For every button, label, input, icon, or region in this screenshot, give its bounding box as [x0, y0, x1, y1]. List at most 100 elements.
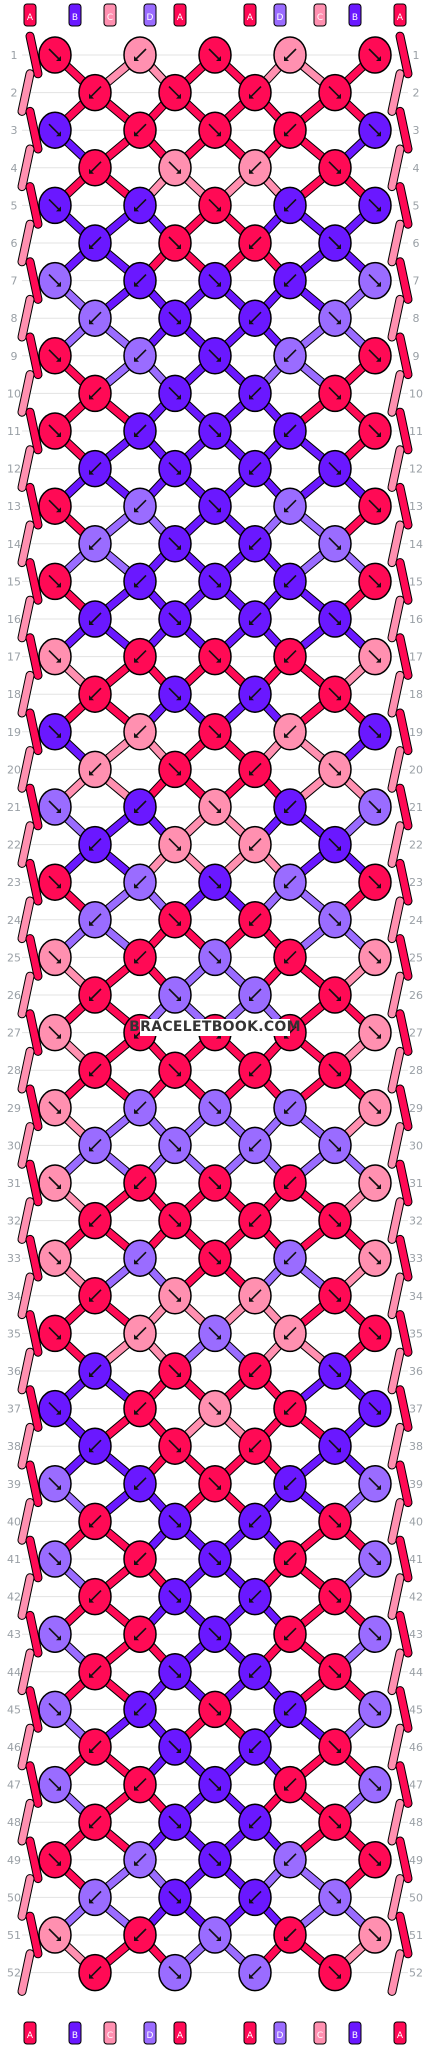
knot-arrow-icon	[249, 1966, 262, 1979]
knot-arrow-icon	[368, 198, 381, 211]
knot-arrow-head-icon	[56, 657, 61, 663]
knot-arrow-head-icon	[376, 1484, 381, 1490]
knot-arrow-icon	[48, 1928, 61, 1941]
knot-arrow-head-icon	[376, 883, 381, 889]
edge-thread	[18, 1875, 34, 1920]
knot-arrow-icon	[284, 1176, 297, 1189]
knot-arrow-head-icon	[216, 1710, 221, 1716]
knot-arrow-head-icon	[336, 244, 341, 249]
edge-thread	[396, 1160, 412, 1206]
knot-arrow-head-icon	[89, 1071, 94, 1077]
edge-thread	[18, 1950, 34, 1995]
string-swatch-bottom	[143, 2021, 157, 2045]
knot-arrow-icon	[208, 1251, 221, 1264]
knot-arrow-icon	[249, 988, 262, 1001]
knot-arrow-head-icon	[89, 1146, 94, 1152]
row-number-right: 30	[409, 1139, 423, 1152]
knot-arrow-head-icon	[134, 507, 139, 513]
row-number-right: 24	[409, 914, 423, 927]
knot-arrow-icon	[284, 349, 297, 362]
knot-arrow-icon	[249, 537, 262, 550]
knot-arrow-head-icon	[176, 1597, 181, 1603]
knot-arrow-icon	[89, 988, 102, 1001]
knot-arrow-icon	[134, 1326, 147, 1339]
row-number-left: 33	[7, 1252, 21, 1265]
knot-arrow-head-icon	[176, 1823, 181, 1829]
knot-arrow-head-icon	[176, 319, 181, 325]
edge-thread	[388, 897, 404, 943]
knot-arrow-icon	[249, 386, 262, 399]
knot-arrow-icon	[328, 838, 341, 851]
knot-arrow-icon	[168, 1289, 181, 1302]
knot-arrow-head-icon	[249, 168, 254, 174]
edge-thread	[18, 145, 34, 191]
row-number-left: 1	[11, 49, 18, 62]
knot-arrow-head-icon	[376, 1334, 381, 1340]
knot-arrow-head-icon	[216, 1108, 221, 1114]
knot-arrow-icon	[134, 800, 147, 813]
knot-arrow-head-icon	[376, 131, 381, 137]
row-number-right: 3	[413, 124, 420, 137]
edge-thread	[388, 1875, 404, 1920]
row-number-right: 25	[409, 951, 423, 964]
knot-arrow-icon	[134, 1101, 147, 1114]
knot-arrow-head-icon	[216, 1259, 221, 1265]
knot-arrow-icon	[249, 462, 262, 475]
knot-arrow-icon	[168, 311, 181, 324]
knot-arrow-head-icon	[336, 920, 341, 926]
knot-arrow-icon	[48, 1778, 61, 1791]
knot-arrow-head-icon	[216, 657, 221, 663]
knot-arrow-icon	[284, 274, 297, 287]
knot-arrow-icon	[368, 650, 381, 663]
row-number-right: 12	[409, 463, 423, 476]
knot-arrow-head-icon	[284, 356, 289, 362]
row-number-left: 18	[7, 688, 21, 701]
knot-arrow-icon	[368, 1101, 381, 1114]
edge-thread	[26, 1085, 42, 1131]
knot-arrow-icon	[89, 161, 102, 174]
row-number-right: 22	[409, 839, 423, 852]
knot-arrow-head-icon	[176, 1522, 181, 1528]
knot-arrow-icon	[328, 311, 341, 324]
knot-arrow-head-icon	[376, 206, 381, 212]
row-number-right: 29	[409, 1102, 423, 1115]
row-number-right: 17	[409, 651, 423, 664]
knot-arrow-head-icon	[284, 1259, 289, 1265]
knot-arrow-icon	[328, 236, 341, 249]
row-number-right: 45	[409, 1703, 423, 1716]
knot-arrow-head-icon	[56, 1785, 61, 1791]
knot-arrow-icon	[168, 1364, 181, 1377]
knot-arrow-icon	[368, 48, 381, 61]
knot-arrow-head-icon	[249, 1447, 254, 1453]
knot-arrow-icon	[368, 1928, 381, 1941]
knot-arrow-icon	[89, 1590, 102, 1603]
knot-arrow-head-icon	[216, 356, 221, 362]
knot-arrow-head-icon	[249, 93, 254, 99]
row-number-right: 50	[409, 1891, 423, 1904]
knot-arrow-head-icon	[284, 1108, 289, 1114]
knot-arrow-icon	[284, 123, 297, 136]
edge-thread	[18, 747, 34, 792]
edge-thread	[26, 1912, 42, 1958]
edge-thread	[396, 859, 412, 905]
string-label-top: D	[277, 13, 284, 23]
knot-arrow-head-icon	[56, 1184, 61, 1189]
knot-arrow-icon	[48, 1326, 61, 1339]
knot-arrow-head-icon	[134, 1108, 139, 1114]
knot-arrow-head-icon	[89, 544, 94, 550]
knot-arrow-head-icon	[249, 544, 254, 550]
edge-thread	[26, 1461, 42, 1507]
knot-arrow-icon	[89, 1890, 102, 1903]
knot-arrow-icon	[208, 650, 221, 663]
knot-arrow-icon	[284, 1552, 297, 1565]
knot-arrow-icon	[328, 86, 341, 99]
edge-thread	[388, 747, 404, 792]
knot-arrow-head-icon	[176, 620, 181, 625]
knot-arrow-icon	[134, 875, 147, 888]
string-label-top: A	[397, 13, 404, 23]
knot-arrow-head-icon	[216, 1334, 221, 1340]
knot-arrow-head-icon	[376, 432, 381, 437]
edge-thread	[396, 1386, 412, 1431]
knot-arrow-icon	[368, 1627, 381, 1640]
